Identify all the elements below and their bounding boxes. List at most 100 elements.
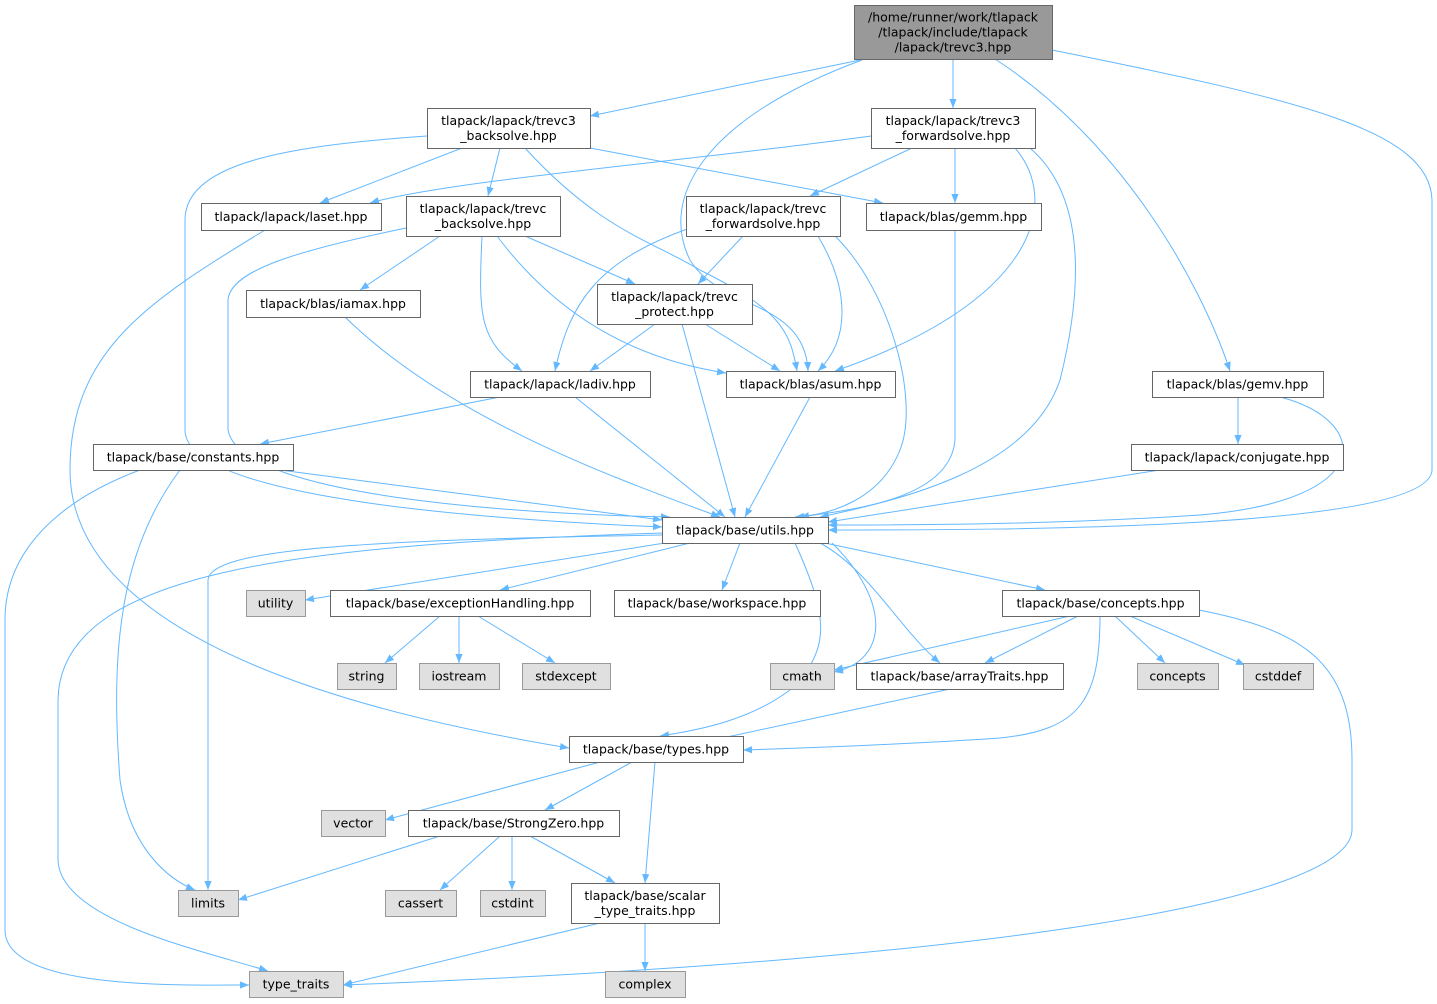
node-iostream: iostream	[419, 663, 500, 690]
node-box	[93, 444, 294, 471]
edge-concepts-to-arrayTraits	[984, 615, 1079, 664]
node-label: stdexcept	[535, 669, 596, 684]
edge-trevc3_back-to-asum	[524, 147, 800, 372]
node-label: tlapack/base/utils.hpp	[676, 523, 814, 538]
node-box	[605, 971, 686, 998]
node-label: iostream	[432, 669, 487, 684]
node-root[interactable]: /home/runner/work/tlapack/tlapack/includ…	[854, 5, 1053, 60]
node-label: tlapack/lapack/trevc	[611, 289, 738, 304]
node-label: string	[349, 669, 385, 684]
node-box	[330, 590, 591, 617]
edge-constants-to-type_traits	[4, 469, 250, 989]
node-box	[856, 663, 1064, 690]
edge-conjugate-to-utils	[827, 469, 1161, 525]
edge-trevc_back-to-protect	[524, 235, 636, 285]
node-label: limits	[191, 896, 225, 911]
node-cassert: cassert	[385, 890, 457, 917]
node-label: utility	[258, 596, 294, 611]
node-box	[614, 590, 821, 617]
node-label: tlapack/base/exceptionHandling.hpp	[346, 596, 575, 611]
node-box	[419, 663, 500, 690]
node-label: tlapack/base/StrongZero.hpp	[423, 816, 605, 831]
node-trevc_back[interactable]: tlapack/lapack/trevc_backsolve.hpp	[406, 196, 561, 237]
node-label: _type_traits.hpp	[594, 903, 696, 918]
node-scalar[interactable]: tlapack/base/scalar_type_traits.hpp	[571, 883, 720, 924]
edge-utils-to-arrayTraits	[819, 542, 941, 664]
node-std_concepts: concepts	[1137, 663, 1219, 690]
node-laset[interactable]: tlapack/lapack/laset.hpp	[201, 203, 382, 231]
edge-trevc3_back-to-laset	[319, 147, 463, 204]
node-stdexcept: stdexcept	[522, 663, 611, 690]
node-cstdint: cstdint	[480, 890, 546, 917]
node-box	[662, 517, 829, 544]
edge-protect-to-utils	[681, 323, 737, 518]
node-box	[178, 890, 239, 917]
edge-trevc_fwd-to-asum	[817, 235, 843, 372]
node-label: tlapack/lapack/trevc3	[441, 113, 576, 128]
edge-gemv-to-utils	[827, 396, 1344, 529]
node-label: tlapack/lapack/trevc	[700, 201, 827, 216]
node-box	[522, 663, 611, 690]
node-box	[246, 290, 421, 318]
node-workspace[interactable]: tlapack/base/workspace.hpp	[614, 590, 821, 617]
node-trevc3_fwd[interactable]: tlapack/lapack/trevc3_forwardsolve.hpp	[871, 108, 1036, 149]
edge-trevc3_fwd-to-laset	[369, 135, 872, 204]
node-box	[480, 890, 546, 917]
node-label: tlapack/base/concepts.hpp	[1016, 596, 1184, 611]
edge-laset-to-types	[69, 229, 570, 751]
edge-utils-to-workspace	[721, 542, 741, 591]
edge-scalar-to-type_traits	[342, 922, 601, 987]
node-utils[interactable]: tlapack/base/utils.hpp	[662, 517, 829, 544]
node-label: vector	[333, 816, 374, 831]
edge-strongzero-to-cassert	[439, 835, 501, 891]
node-asum[interactable]: tlapack/blas/asum.hpp	[726, 371, 896, 398]
node-label: tlapack/lapack/laset.hpp	[214, 209, 367, 224]
node-iamax[interactable]: tlapack/blas/iamax.hpp	[246, 290, 421, 318]
node-label: tlapack/lapack/trevc3	[886, 113, 1021, 128]
edge-trevc_fwd-to-utils	[794, 235, 907, 521]
node-constants[interactable]: tlapack/base/constants.hpp	[93, 444, 294, 471]
node-label: type_traits	[263, 977, 330, 992]
node-label: _forwardsolve.hpp	[705, 216, 821, 231]
node-conjugate[interactable]: tlapack/lapack/conjugate.hpp	[1131, 444, 1344, 471]
node-box	[470, 371, 651, 398]
node-label: _forwardsolve.hpp	[895, 128, 1011, 143]
node-types[interactable]: tlapack/base/types.hpp	[569, 736, 744, 763]
node-strongzero[interactable]: tlapack/base/StrongZero.hpp	[408, 810, 620, 837]
node-label: tlapack/base/arrayTraits.hpp	[871, 669, 1049, 684]
edge-utils-to-concepts	[824, 542, 1046, 592]
node-box	[1243, 663, 1314, 690]
node-label: /tlapack/include/tlapack	[878, 25, 1028, 40]
node-gemv[interactable]: tlapack/blas/gemv.hpp	[1152, 371, 1324, 398]
edge-trevc3_back-to-trevc_back	[486, 147, 501, 197]
node-label: tlapack/blas/gemm.hpp	[880, 209, 1028, 224]
node-concepts[interactable]: tlapack/base/concepts.hpp	[1002, 590, 1200, 617]
node-box	[597, 284, 753, 325]
edge-utils-to-type_traits	[57, 532, 663, 972]
edge-trevc_fwd-to-protect	[697, 235, 744, 285]
edge-ladiv-to-utils	[574, 396, 726, 518]
edge-trevc3_fwd-to-utils	[819, 147, 1076, 519]
node-arrayTraits[interactable]: tlapack/base/arrayTraits.hpp	[856, 663, 1064, 690]
node-complex: complex	[605, 971, 686, 998]
edge-concepts-to-type_traits	[342, 609, 1353, 989]
edge-root-to-asum	[680, 59, 863, 372]
node-box	[770, 663, 835, 690]
node-trevc_fwd[interactable]: tlapack/lapack/trevc_forwardsolve.hpp	[686, 196, 841, 237]
node-label: tlapack/base/scalar	[584, 888, 706, 903]
node-label: tlapack/blas/gemv.hpp	[1167, 377, 1309, 392]
node-label: complex	[619, 977, 672, 992]
edge-gemm-to-utils	[799, 230, 956, 520]
node-label: cassert	[398, 896, 443, 911]
node-label: tlapack/blas/iamax.hpp	[260, 296, 406, 311]
node-box	[1137, 663, 1219, 690]
node-protect[interactable]: tlapack/lapack/trevc_protect.hpp	[597, 284, 753, 325]
node-ladiv[interactable]: tlapack/lapack/ladiv.hpp	[470, 371, 651, 398]
edge-concepts-to-cmath	[833, 615, 1071, 672]
edge-constants-to-limits	[116, 469, 196, 891]
node-exc[interactable]: tlapack/base/exceptionHandling.hpp	[330, 590, 591, 617]
edge-concepts-to-cstddef	[1129, 615, 1246, 666]
node-gemm[interactable]: tlapack/blas/gemm.hpp	[866, 203, 1042, 231]
edge-iamax-to-utils	[344, 316, 721, 518]
node-trevc3_back[interactable]: tlapack/lapack/trevc3_backsolve.hpp	[427, 108, 591, 149]
